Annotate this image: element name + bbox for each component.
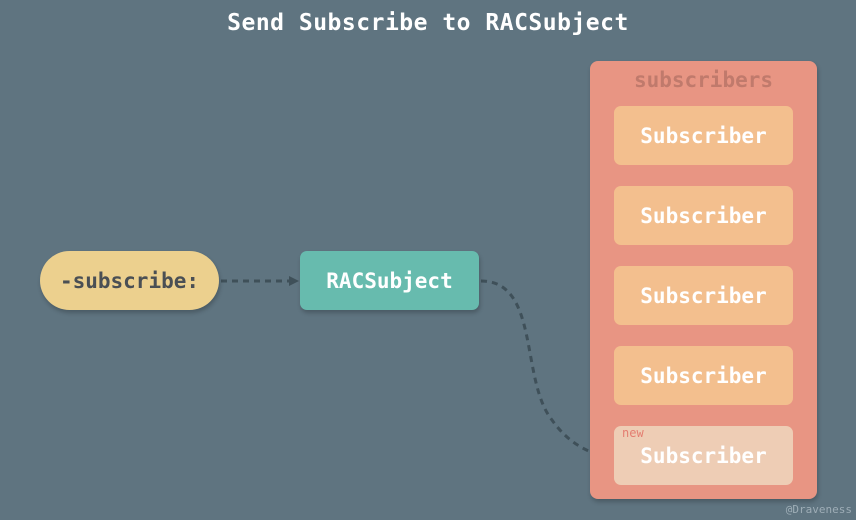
racsubject-label: RACSubject — [326, 268, 453, 293]
racsubject-node: RACSubject — [300, 251, 479, 310]
new-tag: new — [622, 426, 644, 440]
subscriber-item-label: Subscriber — [640, 363, 767, 388]
watermark: @Draveness — [785, 503, 852, 516]
subscribe-method-label: -subscribe: — [59, 268, 200, 293]
subscribers-container-label: subscribers — [633, 68, 774, 92]
subscriber-item-label: Subscriber — [640, 123, 767, 148]
subscriber-item: Subscriber — [614, 186, 793, 245]
diagram-title: Send Subscribe to RACSubject — [227, 10, 629, 36]
subscribe-method-node: -subscribe: — [40, 251, 219, 310]
subscriber-item-label: Subscriber — [640, 443, 767, 468]
subscriber-item: Subscriber — [614, 346, 793, 405]
subscriber-item-new: Subscriber — [614, 426, 793, 485]
connector-racsubject-to-new-subscriber — [480, 279, 614, 462]
subscriber-item: Subscriber — [614, 266, 793, 325]
subscriber-item-label: Subscriber — [640, 283, 767, 308]
subscriber-item: Subscriber — [614, 106, 793, 165]
subscriber-item-label: Subscriber — [640, 203, 767, 228]
